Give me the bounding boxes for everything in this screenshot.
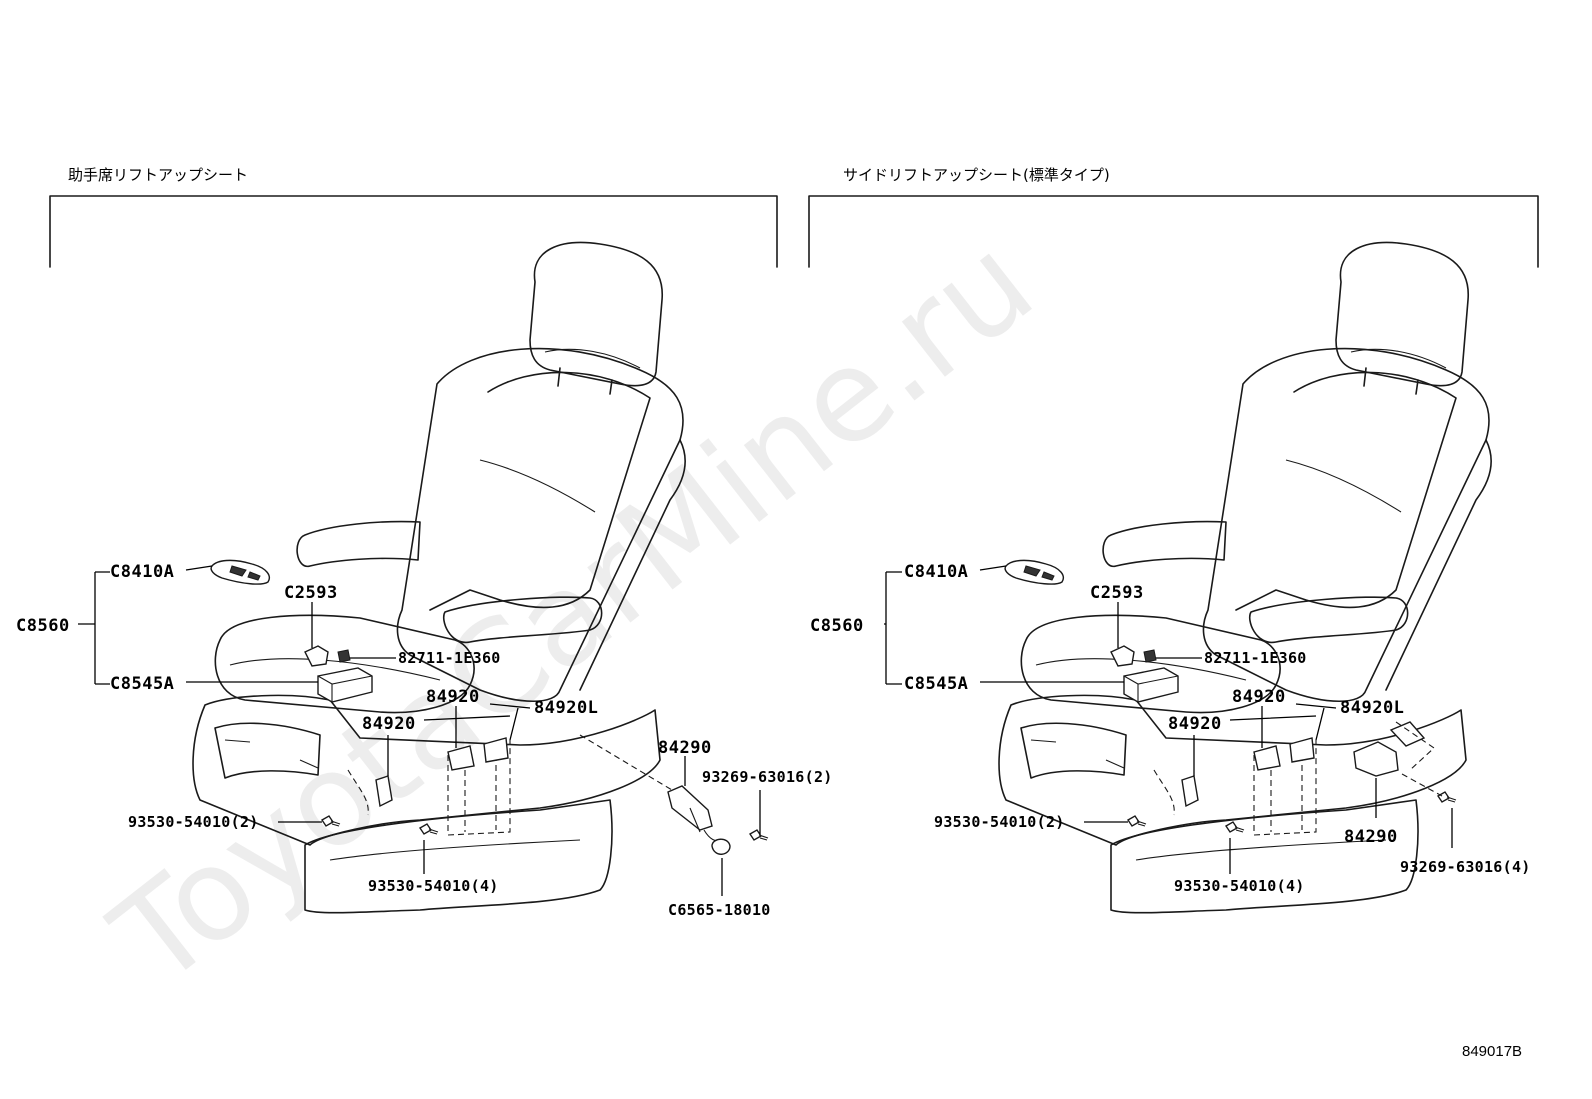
right-module-label: C8545A <box>904 674 968 694</box>
left-module-label: C8545A <box>110 674 174 694</box>
right-assembly-label: C8560 <box>810 616 864 636</box>
right-seat-drawing <box>998 241 1493 914</box>
left-bolt-side-label: 93530-54010(2) <box>128 813 259 831</box>
right-section-title: サイドリフトアップシート(標準タイプ) <box>843 166 1110 184</box>
left-connector-part <box>304 645 329 667</box>
right-sensor-l-label: 84920L <box>1340 698 1404 718</box>
right-sensor-l-part <box>1289 737 1315 763</box>
right-connector-part <box>1110 645 1135 667</box>
right-clip-label: 82711-1E360 <box>1204 649 1307 667</box>
left-sensor-a-label: 84920 <box>362 714 416 734</box>
right-module-part <box>1123 667 1179 703</box>
left-screw-label: 93269-63016(2) <box>702 768 833 786</box>
right-connector-label: C2593 <box>1090 583 1144 603</box>
right-sensor-a-label: 84920 <box>1168 714 1222 734</box>
right-bolt-side-label: 93530-54010(2) <box>934 813 1065 831</box>
left-bolt-bottom-icon <box>419 823 439 835</box>
right-bolt-side-icon <box>1127 815 1147 827</box>
watermark: ToyotaCarMine.ru <box>87 209 1061 1015</box>
left-sensor-b-label: 84920 <box>426 687 480 707</box>
left-sensor-a-part <box>375 775 393 808</box>
right-sensor-a-part <box>1181 775 1199 808</box>
left-connector-bottom-part <box>711 838 731 855</box>
left-remote-icon <box>210 559 271 585</box>
left-section-bracket <box>49 195 778 268</box>
right-switch-part <box>1353 741 1399 777</box>
left-bolt-bottom-label: 93530-54010(4) <box>368 877 499 895</box>
right-screw-icon <box>1437 791 1457 803</box>
left-remote-label: C8410A <box>110 562 174 582</box>
right-sensor-b-part <box>1253 745 1281 771</box>
right-seat-assembly: C8560 C8410A C8545A C2593 82711-1E360 84… <box>810 241 1531 914</box>
left-clip-part <box>337 649 351 663</box>
left-screw-icon <box>749 829 769 841</box>
right-sensor-b-label: 84920 <box>1232 687 1286 707</box>
right-screw-label: 93269-63016(4) <box>1400 858 1531 876</box>
left-sensor-b-part <box>447 745 475 771</box>
right-clip-part <box>1143 649 1157 663</box>
right-switch-label: 84290 <box>1344 827 1398 847</box>
right-bolt-bottom-icon <box>1225 821 1245 833</box>
right-bolt-bottom-label: 93530-54010(4) <box>1174 877 1305 895</box>
left-assembly-label: C8560 <box>16 616 70 636</box>
diagram-code: 849017B <box>1462 1043 1522 1060</box>
left-seat-assembly: C8560 C8410A C8545A C2593 82711-1E360 84… <box>16 241 833 919</box>
left-sensor-l-part <box>483 737 509 763</box>
left-connector-bottom-label: C6565-18010 <box>668 901 771 919</box>
left-switch-label: 84290 <box>658 738 712 758</box>
right-remote-icon <box>1004 559 1065 585</box>
right-remote-label: C8410A <box>904 562 968 582</box>
left-connector-label: C2593 <box>284 583 338 603</box>
left-clip-label: 82711-1E360 <box>398 649 501 667</box>
left-section-title: 助手席リフトアップシート <box>68 166 248 184</box>
left-sensor-l-label: 84920L <box>534 698 598 718</box>
right-section-bracket <box>808 195 1539 268</box>
